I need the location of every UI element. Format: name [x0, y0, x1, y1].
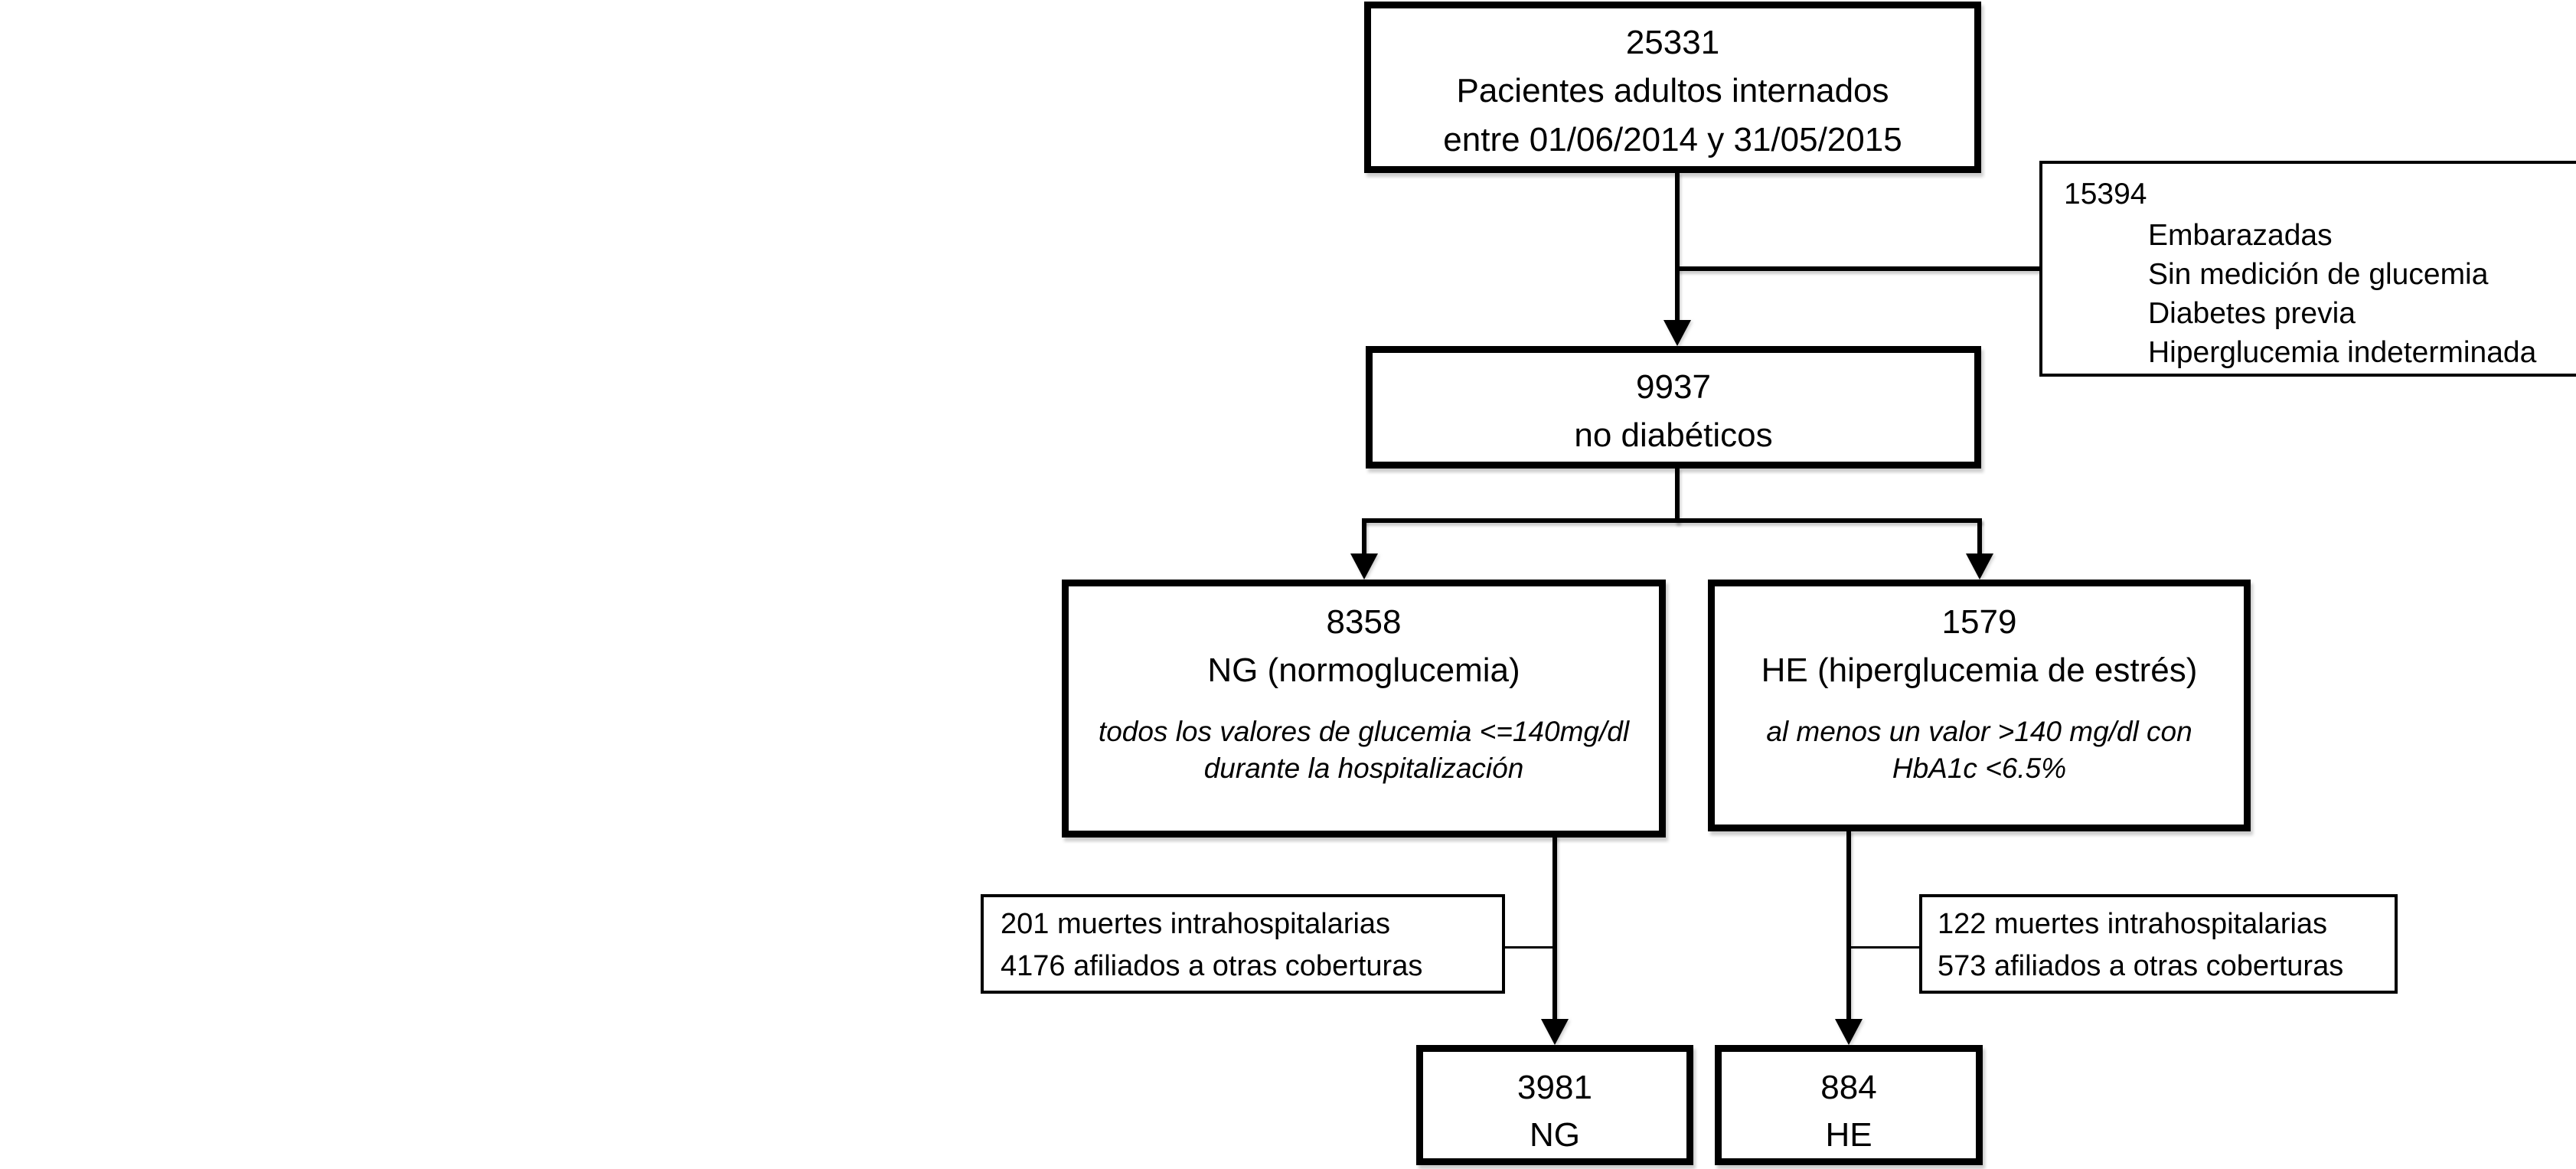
box-normoglycemia: 8358 NG (normoglucemia) todos los valore… [1062, 580, 1666, 838]
stress-hyperglycemia-criteria-line2: HbA1c <6.5% [1892, 753, 2067, 784]
box-he-final: 884 HE [1715, 1045, 1983, 1165]
he-final-number: 884 [1820, 1069, 1877, 1106]
arrowhead-nondiabetic-icon [1663, 320, 1691, 346]
ng-final-label: NG [1530, 1116, 1580, 1154]
box-total-patients: 25331 Pacientes adultos internados entre… [1364, 2, 1981, 173]
arrowhead-ng-final-icon [1541, 1019, 1569, 1045]
exclusion-item: Diabetes previa [2148, 297, 2356, 330]
split-bar [1362, 518, 1982, 523]
exclusions-list: Embarazadas Sin medición de glucemia Dia… [2064, 216, 2576, 372]
line-split-to-ng [1362, 518, 1366, 555]
arrowhead-he-final-icon [1835, 1019, 1863, 1045]
ng-final-number: 3981 [1517, 1069, 1592, 1106]
stress-hyperglycemia-label: HE (hiperglucemia de estrés) [1761, 651, 2198, 689]
line-total-to-nondiabetic [1675, 171, 1680, 322]
box-ng-final: 3981 NG [1416, 1045, 1693, 1165]
line-split-to-he [1977, 518, 1982, 555]
exclusion-item: Embarazadas [2148, 219, 2333, 252]
ng-exclusions-line1: 201 muertes intrahospitalarias [1001, 908, 1391, 940]
box-ng-exclusions: 201 muertes intrahospitalarias 4176 afil… [981, 894, 1505, 994]
total-patients-line1: Pacientes adultos internados [1456, 72, 1889, 109]
line-he-to-final [1846, 830, 1851, 1020]
stress-hyperglycemia-number: 1579 [1941, 603, 2017, 641]
he-final-label: HE [1825, 1116, 1872, 1154]
normoglycemia-criteria-line1: todos los valores de glucemia <=140mg/dl [1098, 716, 1630, 747]
stress-hyperglycemia-criteria: al menos un valor >140 mg/dl con HbA1c <… [1715, 713, 2244, 787]
line-ng-exclusions-connector [1503, 946, 1554, 949]
line-nondiabetic-to-split [1675, 467, 1680, 523]
box-exclusions: 15394 Embarazadas Sin medición de glucem… [2039, 161, 2576, 377]
non-diabetic-number: 9937 [1636, 368, 1711, 406]
arrowhead-ng-icon [1350, 553, 1378, 580]
box-stress-hyperglycemia: 1579 HE (hiperglucemia de estrés) al men… [1708, 580, 2251, 831]
line-to-exclusions [1677, 266, 2039, 271]
arrowhead-he-icon [1966, 553, 1993, 580]
total-patients-number: 25331 [1625, 24, 1720, 61]
normoglycemia-criteria-line2: durante la hospitalización [1203, 753, 1524, 784]
box-non-diabetic: 9937 no diabéticos [1366, 346, 1981, 469]
ng-exclusions-line2: 4176 afiliados a otras coberturas [1001, 950, 1423, 982]
line-ng-to-final [1552, 834, 1557, 1020]
line-he-exclusions-connector [1851, 946, 1919, 949]
he-exclusions-line2: 573 afiliados a otras coberturas [1938, 950, 2344, 982]
total-patients-line2: entre 01/06/2014 y 31/05/2015 [1443, 121, 1902, 158]
stress-hyperglycemia-criteria-line1: al menos un valor >140 mg/dl con [1766, 716, 2192, 747]
exclusion-item: Sin medición de glucemia [2148, 258, 2489, 291]
box-he-exclusions: 122 muertes intrahospitalarias 573 afili… [1919, 894, 2398, 994]
normoglycemia-criteria: todos los valores de glucemia <=140mg/dl… [1069, 713, 1659, 787]
normoglycemia-number: 8358 [1326, 603, 1402, 641]
normoglycemia-label: NG (normoglucemia) [1207, 651, 1520, 689]
exclusions-number: 15394 [2064, 178, 2147, 211]
non-diabetic-label: no diabéticos [1574, 416, 1773, 454]
exclusion-item: Hiperglucemia indeterminada [2148, 336, 2537, 369]
he-exclusions-line1: 122 muertes intrahospitalarias [1938, 908, 2328, 940]
